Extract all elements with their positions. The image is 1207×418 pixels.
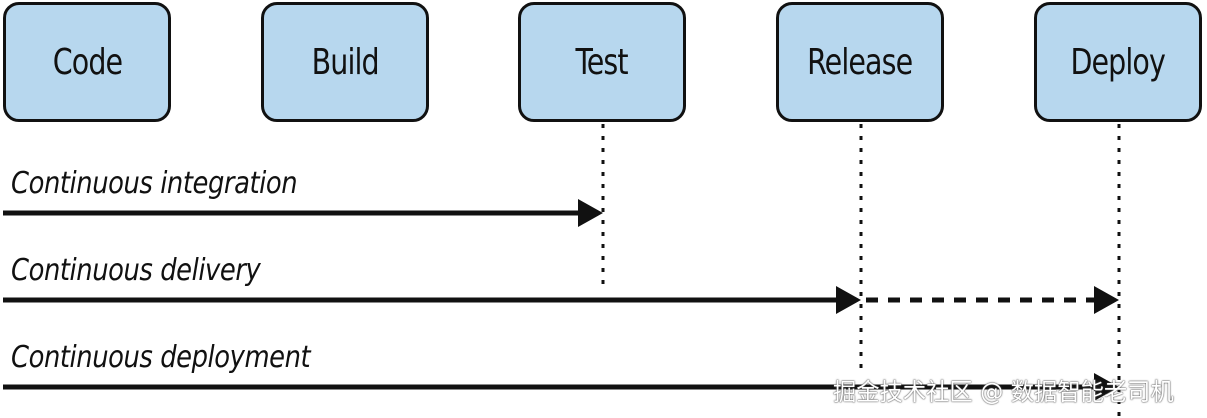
stage-box-build: Build — [261, 2, 429, 122]
stage-label-build: Build — [311, 41, 379, 83]
ci-arrowhead — [578, 199, 603, 227]
stage-box-code: Code — [3, 2, 171, 122]
delivery-dashed-arrowhead — [1094, 286, 1119, 314]
stage-box-test: Test — [518, 2, 686, 122]
watermark: 掘金技术社区 @ 数据智能老司机 — [833, 378, 1174, 406]
stage-label-deploy: Deploy — [1070, 41, 1166, 83]
continuous-deployment-label: Continuous deployment — [11, 340, 311, 375]
stage-box-deploy: Deploy — [1034, 2, 1202, 122]
deployment-arrowhead — [1094, 373, 1119, 401]
continuous-delivery-label: Continuous delivery — [11, 253, 261, 288]
stage-label-release: Release — [807, 41, 913, 83]
delivery-arrowhead — [836, 286, 861, 314]
stage-box-release: Release — [776, 2, 944, 122]
stage-label-test: Test — [575, 41, 629, 83]
stage-label-code: Code — [52, 41, 122, 83]
continuous-integration-label: Continuous integration — [11, 166, 298, 201]
